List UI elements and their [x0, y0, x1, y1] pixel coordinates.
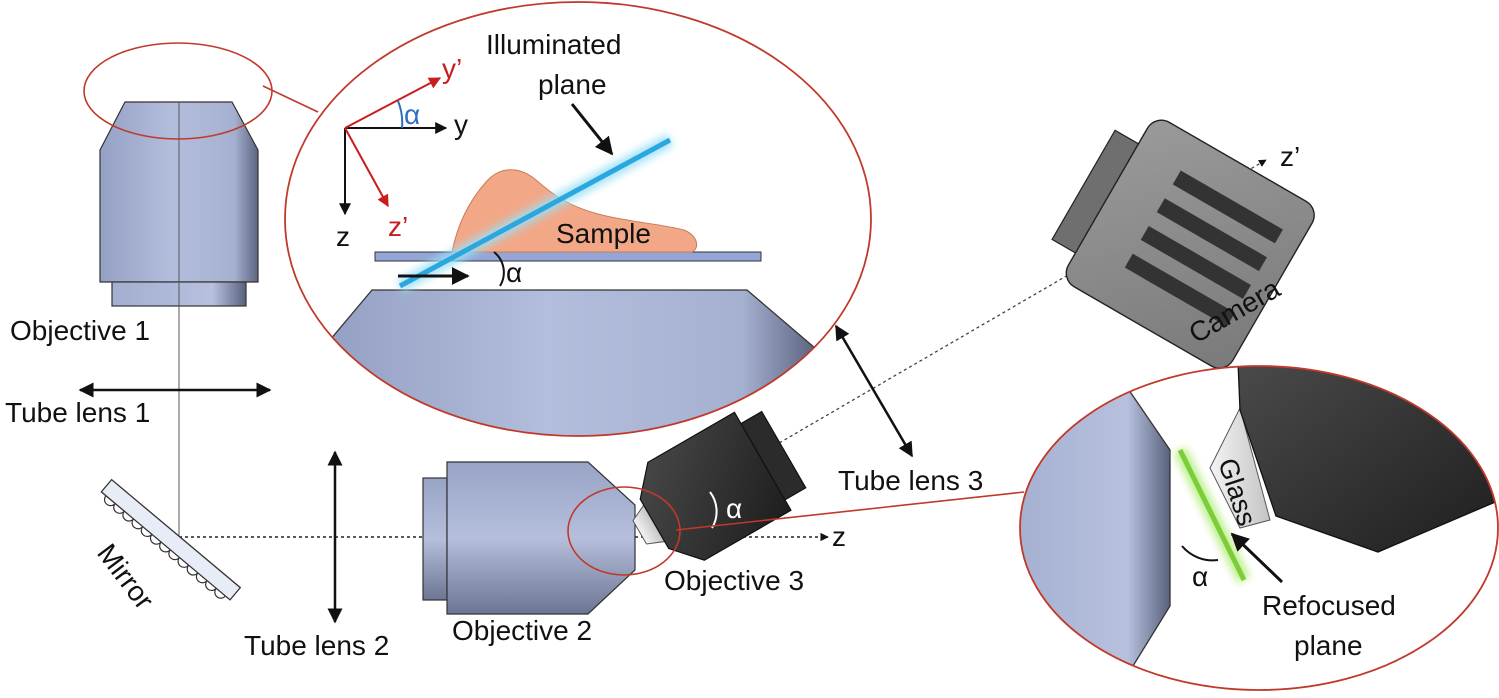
inset-objective-2-tip [1020, 379, 1171, 675]
inset-objective-top [329, 289, 816, 436]
objective-3-label: Objective 3 [664, 565, 804, 596]
alpha-arc-objective-3 [709, 491, 718, 529]
z-prime-axis-label: z’ [388, 211, 408, 242]
objective-1-label: Objective 1 [10, 315, 150, 346]
mirror [100, 478, 242, 601]
zoom-connector-2 [675, 491, 1025, 531]
illuminated-plane [398, 137, 672, 289]
objective-1 [99, 101, 259, 307]
refocused-plane-label-line2: plane [1294, 630, 1363, 661]
refocused-plane-label-line1: Refocused [1262, 590, 1396, 621]
zoom-source-ellipse-1 [83, 42, 273, 140]
y-axis-label: y [454, 109, 468, 140]
camera [1051, 119, 1315, 369]
inset-glass [1209, 406, 1271, 529]
zoom-inset-refocus: α Glass Refocused plane [1019, 365, 1499, 691]
objective-3 [632, 410, 807, 561]
z-prime-axis-arrow [344, 127, 389, 208]
zoom-inset-sample-outline [284, 1, 872, 437]
alpha-arc-sample [493, 251, 505, 287]
camera-body [1065, 119, 1315, 369]
y-prime-axis-label: y’ [442, 53, 462, 84]
camera-bar [1140, 225, 1251, 299]
tube-lens-1-label: Tube lens 1 [5, 397, 150, 428]
illuminated-plane-label-line1: Illuminated [486, 29, 621, 60]
objective-3-base [740, 410, 807, 501]
alpha-sample: α [506, 257, 522, 288]
z-axis-label-path: z [832, 521, 846, 552]
zoom-inset-sample: α α y z y’ z’ Illuminated plane Sample [284, 1, 872, 437]
objective-2-base [422, 477, 448, 601]
objective-2-label: Objective 2 [452, 615, 592, 646]
illuminated-plane-label-line2: plane [538, 69, 607, 100]
refocused-plane-pointer [1230, 532, 1284, 584]
objective-2 [422, 461, 636, 615]
alpha-arc-refocus [1181, 545, 1219, 562]
mirror-label: Mirror [91, 538, 160, 615]
zoom-inset-refocus-outline [1019, 365, 1499, 691]
zoom-source-ellipse-2 [567, 486, 681, 576]
objective-3-body [639, 411, 792, 561]
y-prime-axis-arrow [344, 77, 442, 129]
coverslip [374, 251, 762, 262]
tube-lens-3-arrow [834, 324, 914, 458]
alpha-arc-axes [397, 100, 404, 129]
z-axis-label: z [336, 221, 350, 252]
sample-label: Sample [556, 218, 651, 249]
alpha-objective-3: α [726, 493, 742, 524]
camera-bar [1124, 253, 1235, 327]
alpha-refocus: α [1192, 561, 1208, 592]
illuminated-plane-pointer [570, 103, 614, 156]
camera-axis-line [711, 159, 1267, 483]
refocused-plane [1177, 448, 1247, 582]
z-prime-camera-label: z’ [1280, 141, 1300, 172]
camera-bar [1172, 170, 1283, 244]
camera-bar [1156, 198, 1267, 272]
tube-lens-2-label: Tube lens 2 [244, 630, 389, 661]
alpha-axes: α [404, 99, 420, 130]
tube-lens-3-label: Tube lens 3 [838, 465, 983, 496]
objective-2-body [446, 461, 636, 615]
